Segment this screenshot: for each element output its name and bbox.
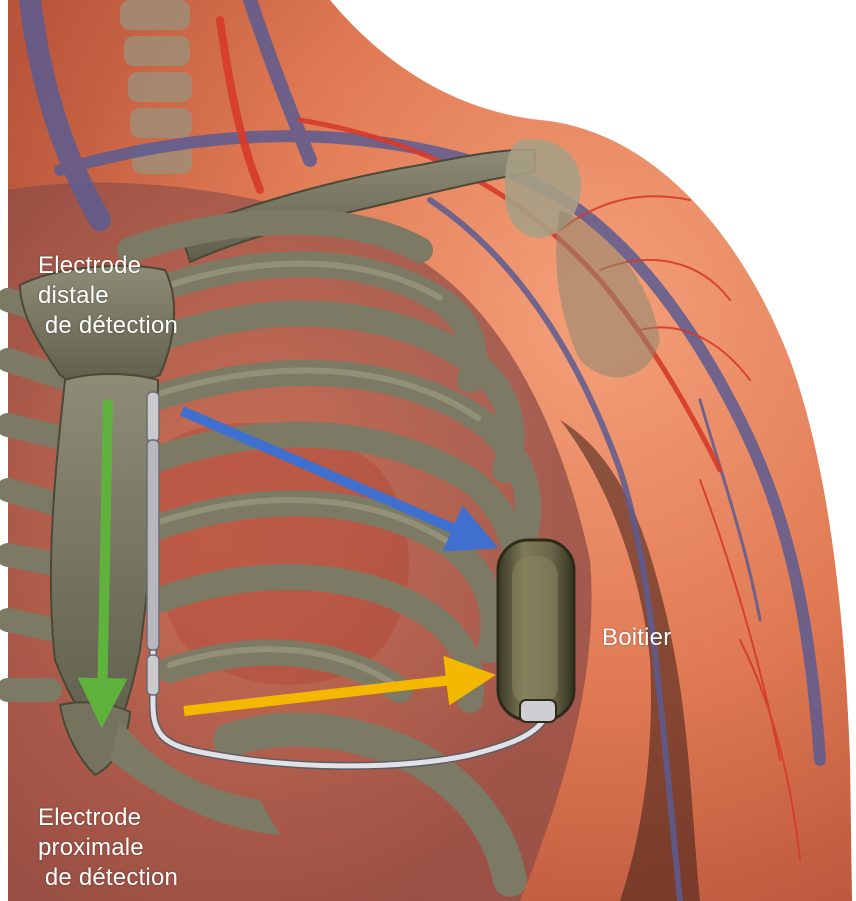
label-proximal-line-2: proximale [38, 833, 178, 863]
label-proximal-line-1: Electrode [38, 803, 178, 833]
label-device: Boitier [602, 623, 671, 653]
pulse-generator-device [498, 540, 574, 722]
distal-sensing-electrode [147, 392, 159, 442]
proximal-sensing-electrode [147, 655, 159, 695]
label-distal-line-1: Electrode [38, 251, 178, 281]
label-distal-line-3: de détection [38, 311, 178, 341]
label-proximal-sensing-electrode: Electrode proximale de détection [38, 803, 178, 893]
label-proximal-line-3: de détection [38, 863, 178, 893]
label-distal-sensing-electrode: Electrode distale de détection [38, 251, 178, 341]
device-header [520, 700, 556, 722]
arrow-distal-to-proximal [102, 400, 108, 710]
shocking-coil [147, 440, 159, 650]
label-distal-line-2: distale [38, 281, 178, 311]
